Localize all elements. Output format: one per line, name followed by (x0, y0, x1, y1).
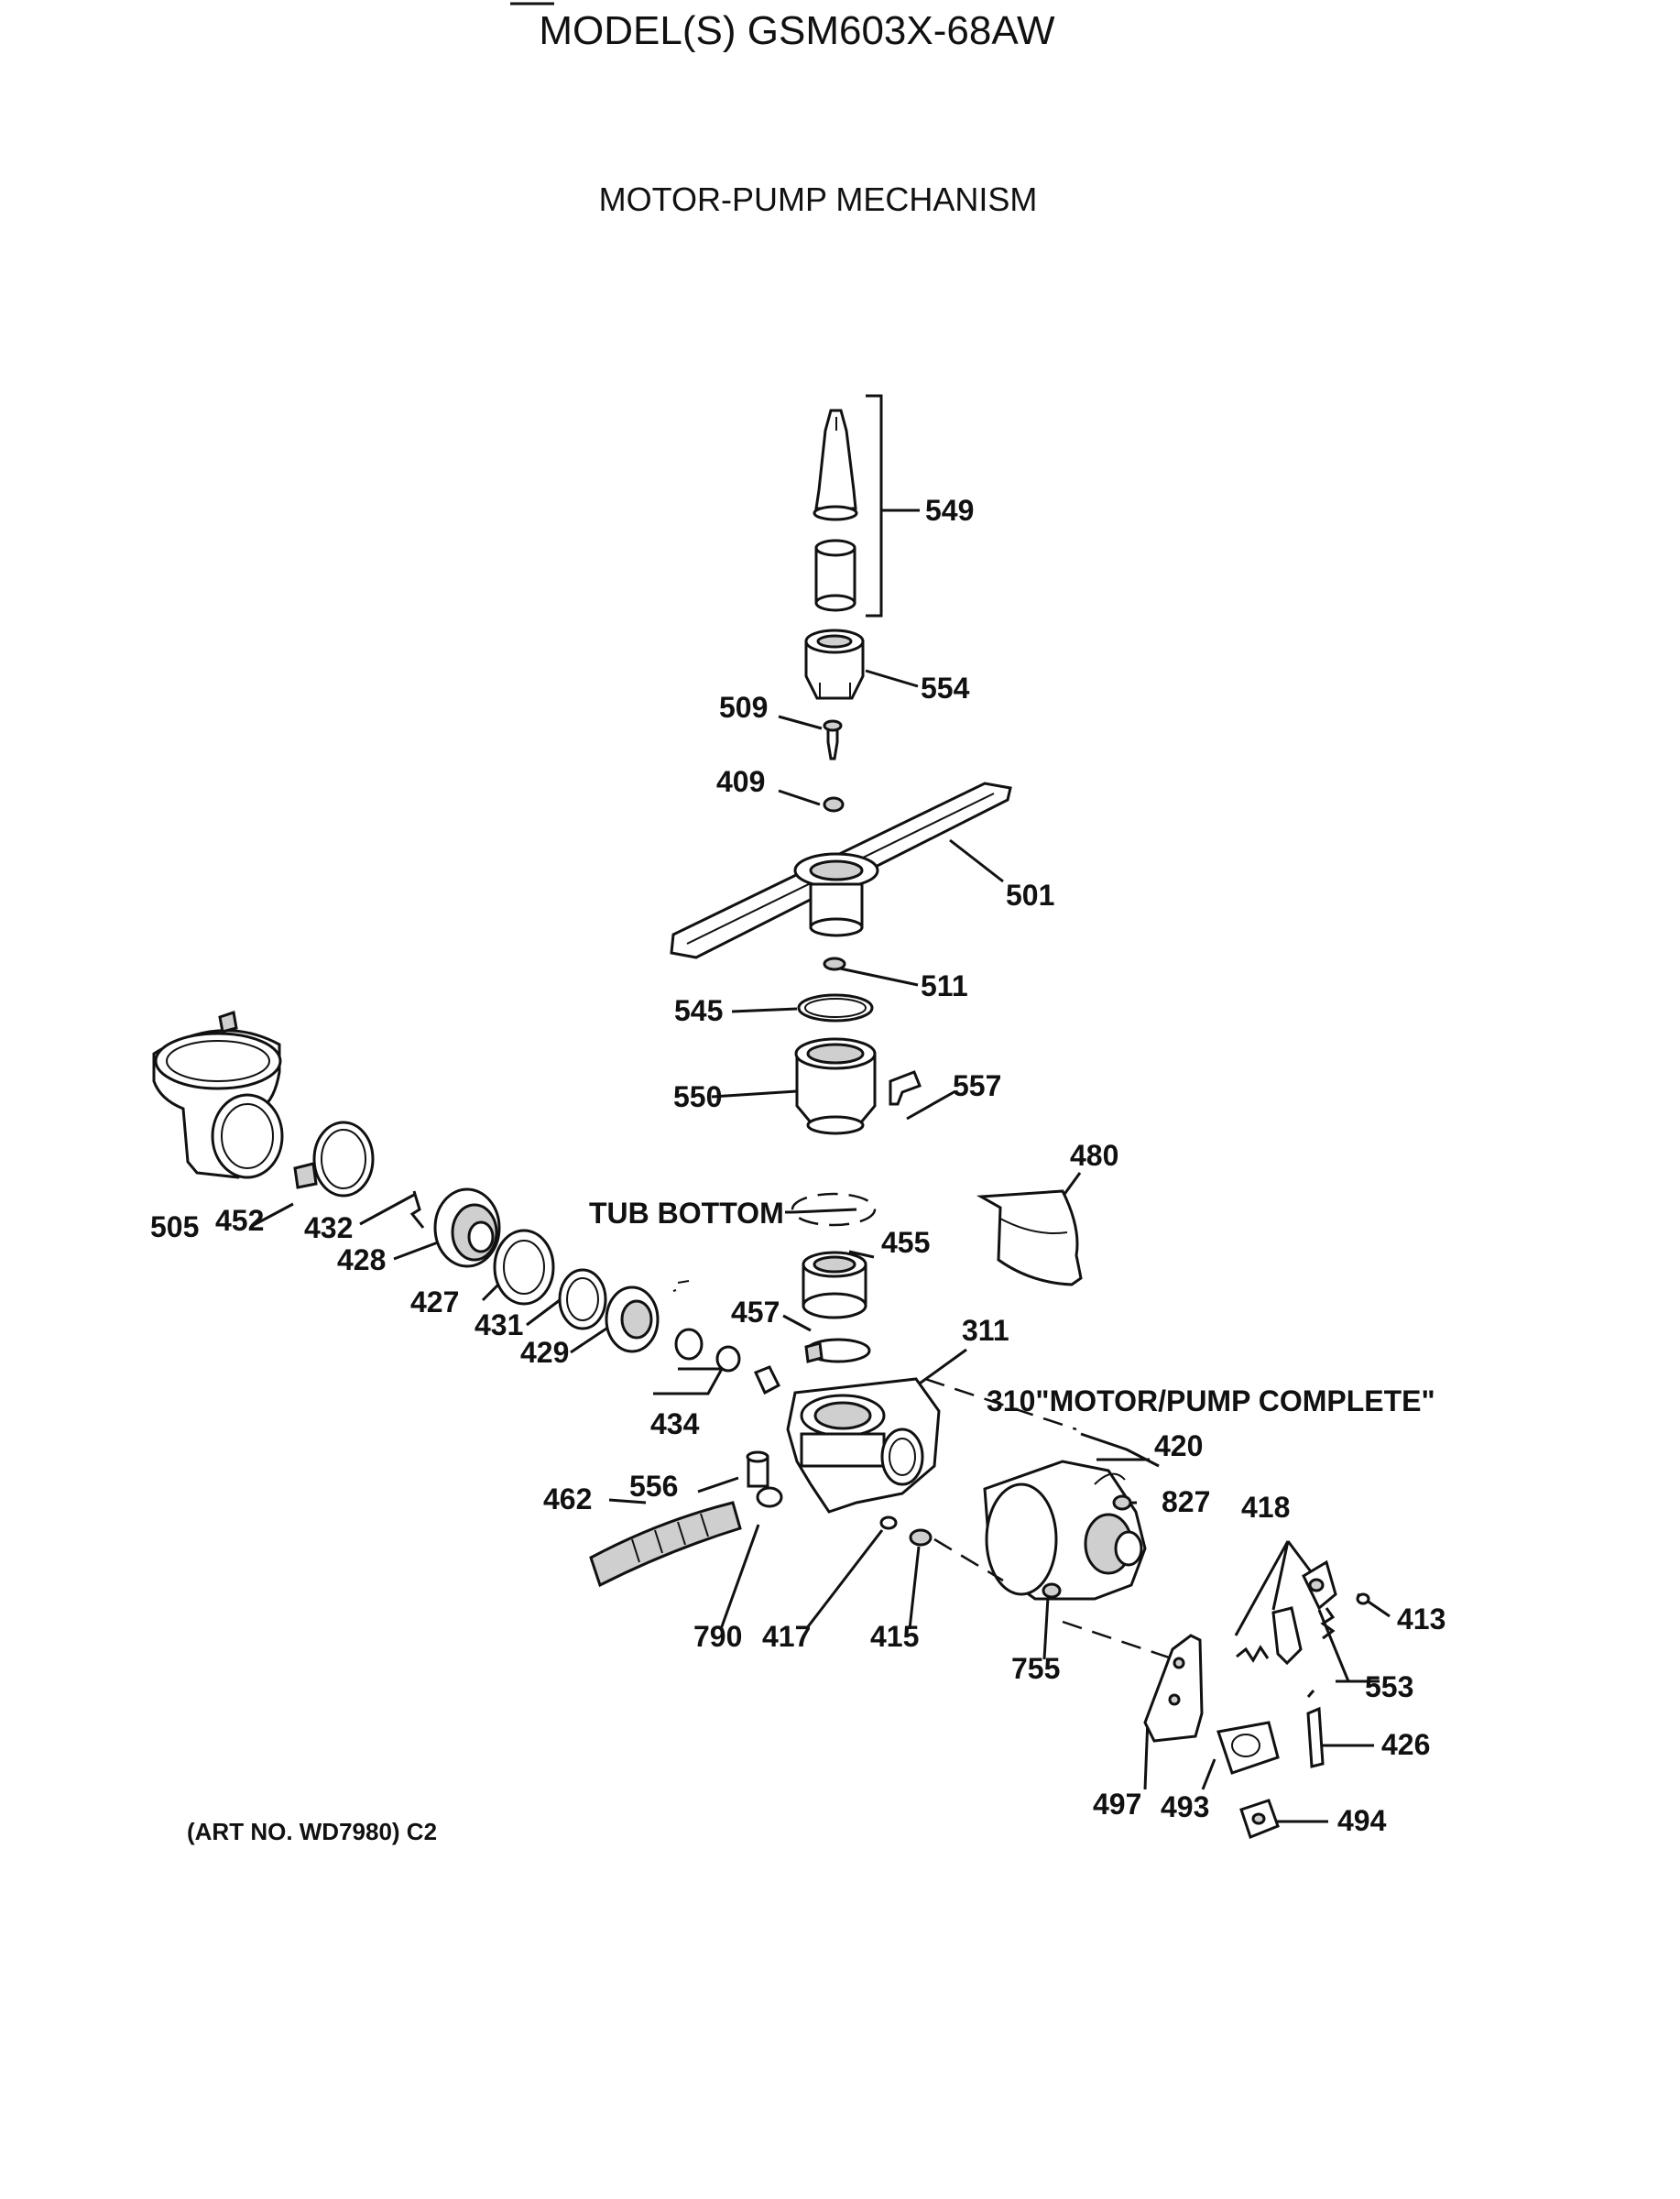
callout-455: 455 (881, 1226, 930, 1259)
spring-432 (409, 1190, 425, 1229)
callout-509: 509 (719, 691, 768, 724)
ring-545 (797, 993, 874, 1023)
callout-549: 549 (925, 494, 974, 527)
ring-431 (558, 1268, 607, 1330)
callout-511: 511 (921, 969, 968, 1002)
clip-790 (756, 1486, 783, 1508)
callout-462: 462 (543, 1482, 592, 1515)
callout-790: 790 (693, 1620, 742, 1653)
callout-550: 550 (673, 1080, 722, 1113)
motor-310 (983, 1460, 1147, 1601)
hose-462 (589, 1501, 742, 1588)
nut-409 (823, 796, 845, 813)
callout-557: 557 (953, 1069, 1001, 1102)
callout-434: 434 (650, 1407, 700, 1440)
callout-497: 497 (1093, 1788, 1141, 1821)
callout-labels: 549 554 509 409 501 511 545 550 557 480 … (150, 494, 1445, 1837)
tub-bottom-label: TUB BOTTOM (589, 1197, 784, 1230)
fittings-434 (674, 1328, 780, 1395)
callout-432: 432 (304, 1211, 353, 1244)
model-title: MODEL(S) GSM603X-68AW (539, 8, 1055, 53)
nut-554 (804, 629, 865, 700)
spring-553 (1236, 1607, 1336, 1663)
callout-428: 428 (337, 1243, 386, 1276)
callout-427: 427 (410, 1285, 459, 1318)
callout-553: 553 (1365, 1670, 1413, 1703)
callout-409: 409 (716, 765, 765, 798)
callout-505: 505 (150, 1210, 199, 1243)
shield-480 (976, 1189, 1083, 1286)
callout-554: 554 (921, 672, 970, 705)
lower-spray-arm-501 (670, 782, 1012, 959)
callout-452: 452 (215, 1204, 264, 1237)
screw-755 (1042, 1582, 1062, 1599)
clamp-457 (804, 1338, 871, 1363)
spray-tube-549 (813, 409, 858, 612)
impeller-429 (605, 1285, 660, 1353)
callout-755: 755 (1011, 1652, 1060, 1685)
section-title: MOTOR-PUMP MECHANISM (599, 181, 1038, 218)
callout-418: 418 (1241, 1491, 1290, 1524)
plunger-426 (1306, 1690, 1325, 1768)
callout-556: 556 (629, 1470, 678, 1503)
washer-511 (823, 957, 846, 971)
washer-417 (879, 1515, 898, 1530)
nut-415 (909, 1528, 933, 1547)
seal-455 (802, 1251, 867, 1319)
callout-413: 413 (1397, 1603, 1445, 1636)
callout-480: 480 (1070, 1139, 1118, 1172)
coupling-550 (794, 1037, 877, 1135)
callout-545: 545 (674, 994, 723, 1027)
callout-417: 417 (762, 1620, 811, 1653)
motor-pump-complete-label: 310"MOTOR/PUMP COMPLETE" (987, 1384, 1435, 1417)
callout-431: 431 (475, 1308, 523, 1341)
plate-427 (493, 1229, 555, 1306)
clip-413 (1356, 1592, 1370, 1605)
clip-557 (889, 1070, 922, 1106)
bracket-497 (1143, 1634, 1204, 1743)
bracket-418 (1271, 1559, 1337, 1666)
art-number: (ART NO. WD7980) C2 (187, 1818, 437, 1845)
dashed-centerlines (924, 1377, 1178, 1662)
callout-457: 457 (731, 1296, 780, 1329)
callout-426: 426 (1381, 1728, 1430, 1761)
gasket-tub-bottom (791, 1192, 877, 1227)
impeller-428 (433, 1187, 501, 1268)
callout-415: 415 (870, 1620, 919, 1653)
clamp-452 (293, 1121, 375, 1198)
callout-494: 494 (1337, 1804, 1387, 1837)
solenoid-493 (1216, 1721, 1280, 1775)
screw-509 (823, 719, 843, 760)
callout-501: 501 (1006, 879, 1054, 912)
fitting-556 (746, 1450, 769, 1488)
callout-420: 420 (1154, 1429, 1203, 1462)
callout-493: 493 (1161, 1790, 1209, 1823)
callout-311: 311 (962, 1314, 1009, 1347)
callout-429: 429 (520, 1336, 569, 1369)
wire-420 (1080, 1432, 1160, 1468)
callout-827: 827 (1162, 1485, 1210, 1518)
housing-505 (152, 1011, 284, 1179)
guide-494 (1239, 1799, 1280, 1839)
dash-marks (672, 1280, 690, 1292)
pump-body-311 (786, 1377, 941, 1514)
screw-827 (1112, 1494, 1132, 1511)
